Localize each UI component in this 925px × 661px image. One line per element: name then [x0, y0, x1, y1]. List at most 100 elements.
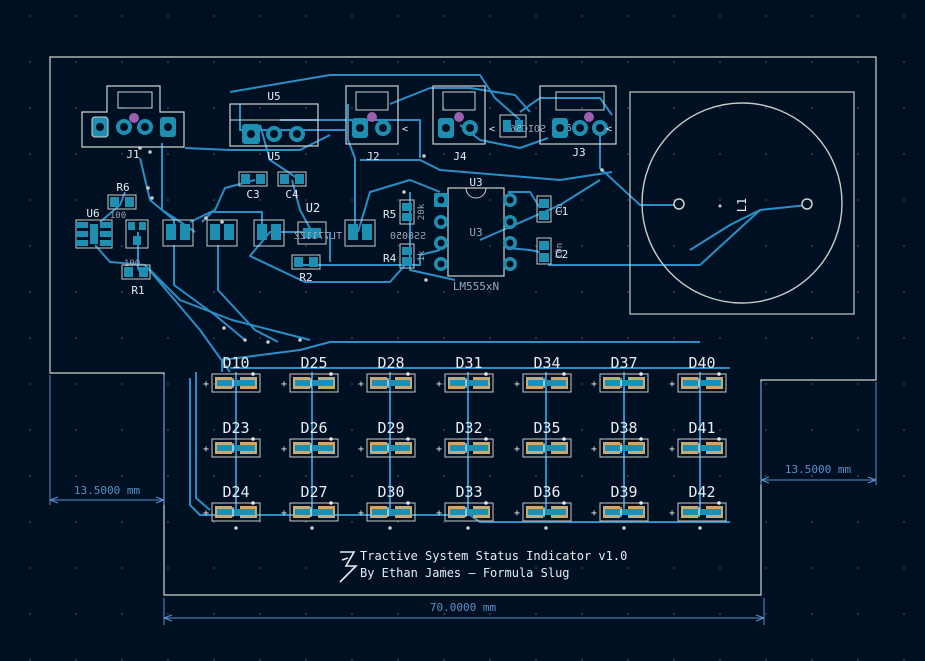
grid-dot: [397, 337, 399, 339]
svg-text:<: <: [606, 124, 612, 135]
grid-dot: [443, 429, 445, 431]
grid-dot: [673, 429, 675, 431]
grid-dot: [857, 613, 859, 615]
grid-dot: [765, 15, 767, 17]
grid-dot: [719, 337, 721, 339]
l1-courtyard: [629, 91, 855, 315]
r6-label: R6: [116, 181, 129, 194]
grid-dot: [75, 153, 77, 155]
grid-dot: [489, 107, 491, 109]
grid-dot: [443, 659, 445, 661]
grid-dot: [903, 567, 905, 569]
led-footprint: +D34: [514, 354, 572, 393]
grid-dot: [29, 153, 31, 155]
resistor-r5: R5 20k: [383, 199, 427, 225]
grid-dot: [581, 245, 583, 247]
grid-dot: [627, 199, 629, 201]
led-polarity-mark: +: [203, 444, 209, 455]
grid-dot: [29, 245, 31, 247]
grid-dot: [765, 383, 767, 385]
grid-dot: [857, 475, 859, 477]
grid-dot: [443, 107, 445, 109]
grid-dot: [305, 521, 307, 523]
grid-dot: [719, 107, 721, 109]
grid-dot: [581, 383, 583, 385]
grid-dot: [765, 199, 767, 201]
grid-dot: [857, 659, 859, 661]
grid-dot: [121, 475, 123, 477]
grid-dot: [351, 475, 353, 477]
grid-dot: [673, 659, 675, 661]
grid-dot: [213, 521, 215, 523]
svg-text:<: <: [402, 124, 408, 135]
grid-dot: [259, 61, 261, 63]
grid-dot: [765, 61, 767, 63]
grid-dot: [673, 475, 675, 477]
j3-label: J3: [572, 146, 585, 159]
grid-dot: [627, 107, 629, 109]
dimension-bottom: [163, 598, 765, 625]
grid-dot: [903, 337, 905, 339]
grid-dot: [443, 337, 445, 339]
grid-dot: [903, 15, 905, 17]
grid-dot: [765, 291, 767, 293]
connector-j2: < J2: [345, 85, 408, 163]
grid-dot: [121, 153, 123, 155]
grid-dot: [857, 337, 859, 339]
grid-dot: [167, 521, 169, 523]
grid-dot: [765, 337, 767, 339]
connector-j1: J1: [81, 85, 185, 161]
grid-dot: [29, 475, 31, 477]
grid-dot: [213, 337, 215, 339]
grid-dot: [627, 15, 629, 17]
grid-dot: [903, 245, 905, 247]
grid-dot: [489, 245, 491, 247]
grid-dot: [121, 291, 123, 293]
grid-dot: [903, 475, 905, 477]
grid-dot: [259, 475, 261, 477]
led-polarity-mark: +: [669, 508, 675, 519]
grid-dot: [673, 61, 675, 63]
led-footprint: +D33: [436, 483, 494, 522]
grid-dot: [351, 521, 353, 523]
grid-dot: [259, 199, 261, 201]
grid-dot: [75, 337, 77, 339]
grid-dot: [857, 199, 859, 201]
l1-center-mark: [718, 204, 722, 208]
grid-dot: [397, 199, 399, 201]
dimension-right-label: 13.5000 mm: [785, 463, 852, 476]
grid-dot: [213, 475, 215, 477]
grid-dot: [673, 199, 675, 201]
transistor-q-small-1: [125, 219, 149, 249]
grid-dot: [121, 521, 123, 523]
grid-dot: [489, 61, 491, 63]
grid-dot: [75, 291, 77, 293]
grid-dot: [351, 199, 353, 201]
grid-dot: [305, 613, 307, 615]
led-footprint: +D23: [203, 419, 261, 458]
grid-dot: [581, 429, 583, 431]
led-polarity-mark: +: [669, 444, 675, 455]
grid-dot: [535, 429, 537, 431]
grid-dot: [397, 61, 399, 63]
grid-dot: [305, 245, 307, 247]
grid-dot: [167, 337, 169, 339]
grid-dot: [811, 199, 813, 201]
grid-dot: [535, 15, 537, 17]
grid-dot: [397, 245, 399, 247]
q-mirror-text: SS8050: [390, 231, 426, 242]
grid-dot: [29, 15, 31, 17]
grid-dot: [167, 567, 169, 569]
grid-dot: [213, 429, 215, 431]
c1-value: 1u: [555, 204, 565, 215]
grid-dot: [903, 291, 905, 293]
grid-dot: [719, 153, 721, 155]
l1-pad-2: [801, 198, 813, 210]
grid-dot: [903, 659, 905, 661]
grid-dot: [259, 291, 261, 293]
grid-dot: [535, 613, 537, 615]
grid-dot: [627, 475, 629, 477]
c3-label: C3: [246, 188, 259, 201]
led-footprint: +D28: [358, 354, 416, 393]
grid-dot: [627, 429, 629, 431]
